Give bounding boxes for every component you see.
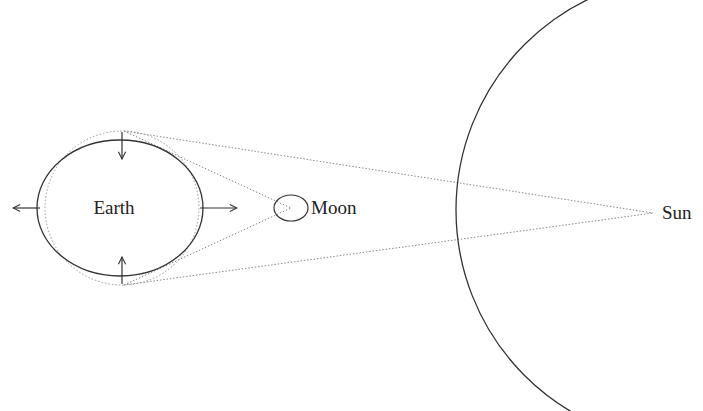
- moon-body: Moon: [273, 194, 356, 222]
- earth-body: Earth: [37, 131, 203, 285]
- bulge-arrow: [13, 207, 40, 208]
- body-label: Sun: [662, 202, 692, 224]
- sight-line: [124, 131, 653, 213]
- bulge-arrow: [200, 207, 237, 208]
- squeeze-arrow: [121, 257, 122, 284]
- squeeze-arrow: [121, 132, 122, 159]
- body-label: Moon: [311, 197, 356, 219]
- moon-outline: [273, 194, 309, 222]
- sight-line: [124, 213, 653, 285]
- sight-line: [124, 208, 291, 285]
- body-label: Earth: [93, 197, 134, 219]
- sun-body: Sun: [455, 0, 703, 411]
- tidal-ellipse: [37, 140, 203, 276]
- sight-line: [124, 131, 291, 208]
